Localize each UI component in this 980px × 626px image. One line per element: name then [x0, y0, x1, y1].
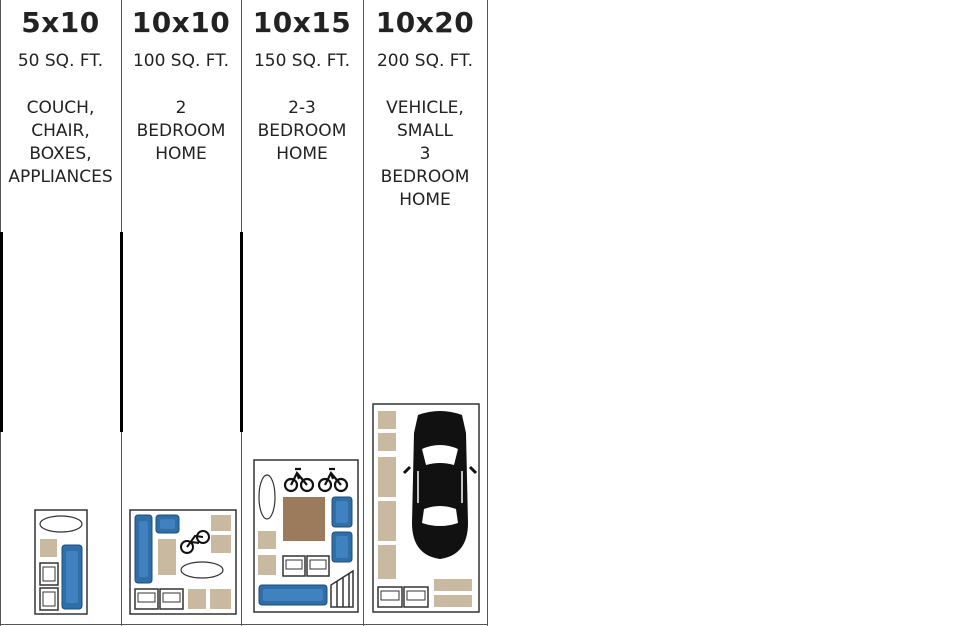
- box-icon: [158, 539, 176, 575]
- box-icon: [434, 595, 472, 607]
- box-icon: [188, 589, 206, 609]
- unit-area: 150 SQ. FT.: [253, 51, 351, 71]
- unit-column-10x20: 10x20 200 SQ. FT. VEHICLE, SMALL 3 BEDRO…: [363, 0, 487, 626]
- bicycle-icon: [283, 467, 315, 493]
- bicycle-icon: [180, 530, 210, 554]
- appliance-icon: [282, 555, 306, 577]
- unit-description: COUCH, CHAIR, BOXES, APPLIANCES: [8, 98, 113, 187]
- divider-shadow: [0, 232, 3, 432]
- appliance-icon: [306, 555, 330, 577]
- box-icon: [378, 501, 396, 541]
- box-icon: [258, 531, 276, 549]
- table-icon: [283, 497, 325, 541]
- ladder-icon: [330, 569, 354, 608]
- floor-plan-10x10: [129, 509, 237, 615]
- appliance-icon: [159, 588, 184, 610]
- box-icon: [378, 433, 396, 451]
- bicycle-icon: [317, 467, 349, 493]
- mattress-icon: [39, 515, 83, 533]
- unit-column-5x10: 5x10 50 SQ. FT. COUCH, CHAIR, BOXES, APP…: [0, 0, 121, 626]
- mattress-icon: [180, 561, 224, 579]
- car-icon: [402, 411, 478, 559]
- mattress-icon: [258, 474, 276, 520]
- appliance-icon: [39, 562, 59, 586]
- unit-area: 100 SQ. FT.: [132, 51, 230, 71]
- divider: [363, 0, 364, 626]
- unit-size: 10x10: [131, 6, 231, 39]
- unit-column-10x15: 10x15 150 SQ. FT. 2-3 BEDROOM HOME: [241, 0, 363, 626]
- divider-shadow: [120, 232, 123, 432]
- box-icon: [211, 535, 231, 553]
- unit-size: 5x10: [21, 6, 100, 39]
- divider-shadow: [240, 232, 243, 432]
- box-icon: [378, 411, 396, 429]
- floor-plan-10x15: [253, 459, 359, 613]
- unit-area: 50 SQ. FT.: [17, 51, 104, 71]
- box-icon: [40, 539, 57, 557]
- unit-size: 10x15: [252, 6, 352, 39]
- floor-plan-5x10: [34, 509, 88, 615]
- box-icon: [258, 555, 276, 575]
- unit-area: 200 SQ. FT.: [376, 51, 474, 71]
- appliance-icon: [39, 587, 59, 611]
- unit-description: VEHICLE, SMALL 3 BEDROOM HOME: [380, 98, 470, 210]
- box-icon: [434, 579, 472, 591]
- floor-plan-10x20: [372, 403, 480, 613]
- bottom-border: [0, 624, 488, 625]
- unit-description: 2-3 BEDROOM HOME: [257, 98, 347, 164]
- box-icon: [210, 589, 231, 609]
- unit-size: 10x20: [375, 6, 475, 39]
- divider: [487, 0, 488, 626]
- appliance-icon: [403, 586, 429, 608]
- unit-column-10x10: 10x10 100 SQ. FT. 2 BEDROOM HOME: [121, 0, 241, 626]
- box-icon: [211, 515, 231, 531]
- box-icon: [378, 545, 396, 579]
- appliance-icon: [377, 586, 403, 608]
- appliance-icon: [134, 588, 159, 610]
- unit-description: 2 BEDROOM HOME: [136, 98, 226, 164]
- box-icon: [378, 457, 396, 497]
